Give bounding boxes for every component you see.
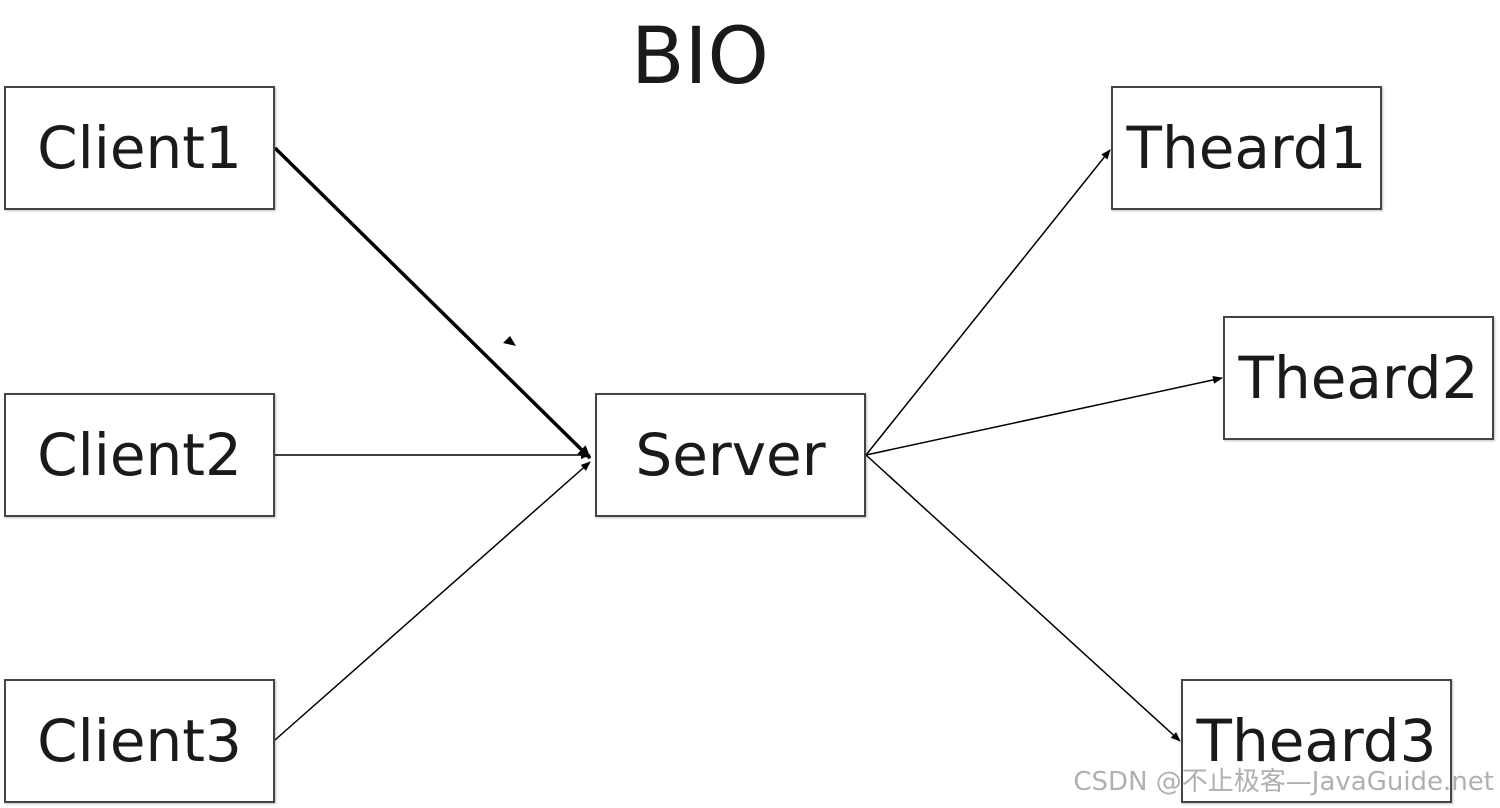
server-box: Server xyxy=(595,393,866,517)
edge-server-thread3 xyxy=(865,454,1181,742)
thread3-box: Theard3 xyxy=(1181,679,1452,803)
edge-server-thread2 xyxy=(865,375,1223,456)
client2-box: Client2 xyxy=(4,393,275,517)
csdn-watermark: CSDN @不止极客—JavaGuide.net xyxy=(1073,767,1494,797)
edge-client3-server xyxy=(274,461,591,741)
thread1-box: Theard1 xyxy=(1111,86,1382,210)
stray-arrowhead-mark xyxy=(503,336,516,346)
thread2-box: Theard2 xyxy=(1223,316,1494,440)
edge-client1-server xyxy=(273,146,592,460)
client1-box: Client1 xyxy=(4,86,275,210)
diagram-title: BIO xyxy=(631,12,769,102)
edge-server-thread1 xyxy=(865,149,1111,456)
client3-box: Client3 xyxy=(4,679,275,803)
